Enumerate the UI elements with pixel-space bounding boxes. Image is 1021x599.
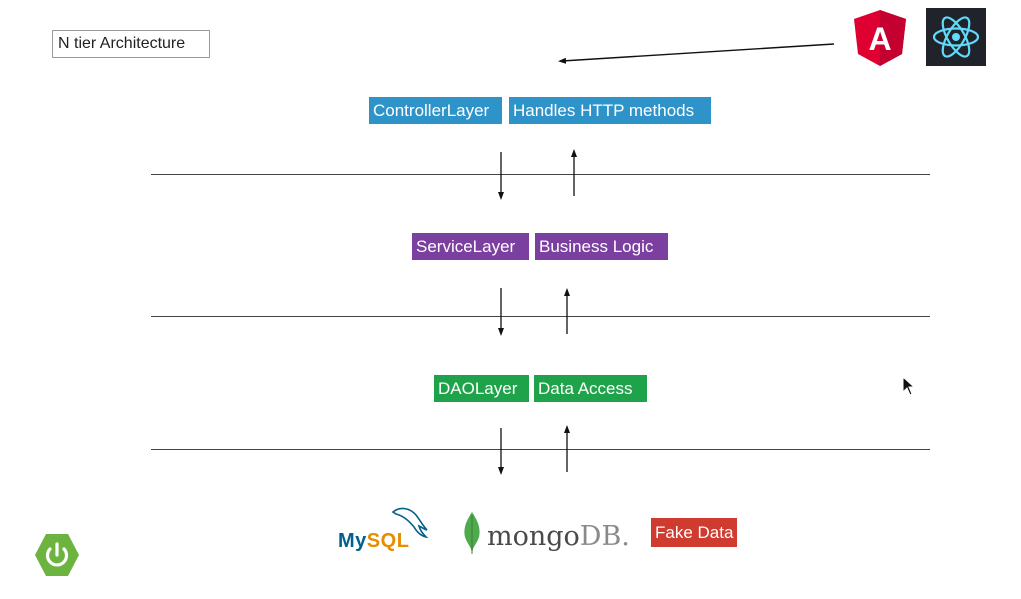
diagram-title: N tier Architecture	[52, 30, 210, 58]
react-logo-icon	[926, 8, 986, 66]
mouse-cursor-icon	[902, 376, 916, 396]
service-layer-label: ServiceLayer	[412, 233, 529, 260]
mysql-logo-my: My	[338, 530, 367, 552]
svg-text:A: A	[868, 21, 891, 57]
divider-dao-datasource	[151, 449, 930, 450]
controller-layer-description: Handles HTTP methods	[509, 97, 711, 124]
spring-power-icon	[34, 533, 80, 577]
mongodb-logo-db: DB.	[579, 521, 630, 552]
mysql-logo-text: MySQL	[338, 530, 409, 553]
dao-layer-description: Data Access	[534, 375, 647, 402]
service-layer-description: Business Logic	[535, 233, 668, 260]
mongodb-logo-mongo: mongo	[487, 521, 580, 552]
dao-layer-label: DAOLayer	[434, 375, 529, 402]
mysql-logo-sql: SQL	[366, 530, 410, 552]
fake-data-label: Fake Data	[651, 518, 738, 547]
angular-logo-icon: A	[852, 9, 908, 67]
mongodb-logo-text: mongoDB.	[487, 521, 630, 552]
divider-service-dao	[151, 316, 930, 317]
divider-controller-service	[151, 174, 930, 175]
arrow-client-to-controller	[558, 43, 835, 64]
mysql-dolphin-icon	[390, 506, 430, 540]
mongodb-leaf-icon	[461, 511, 483, 555]
controller-layer-label: ControllerLayer	[369, 97, 502, 124]
